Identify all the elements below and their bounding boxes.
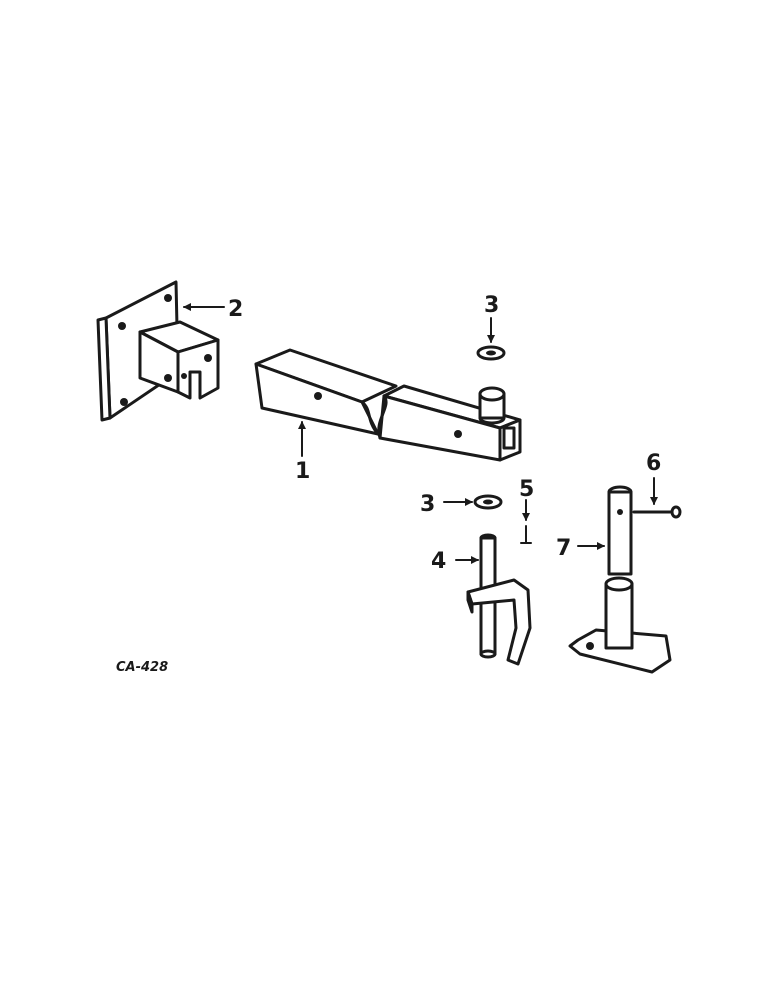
stand-post [568,485,672,674]
pivot-pin-latch [466,533,532,666]
callout-1: 1 [295,459,310,484]
mounting-bracket [96,280,220,422]
callout-7: 7 [556,536,571,561]
callout-6: 6 [646,451,661,476]
washer-top [476,345,506,361]
callout-3-top: 3 [484,293,499,318]
figure-code: CA-428 [116,660,168,675]
arm-tube [254,348,522,462]
cross-pin [632,505,682,519]
callout-2: 2 [228,297,243,322]
washer-bottom [473,494,503,510]
small-pin [520,525,532,544]
callout-leaders [183,303,658,564]
callout-4: 4 [431,549,446,574]
callout-3-bottom: 3 [420,492,435,517]
callout-5: 5 [519,477,534,502]
